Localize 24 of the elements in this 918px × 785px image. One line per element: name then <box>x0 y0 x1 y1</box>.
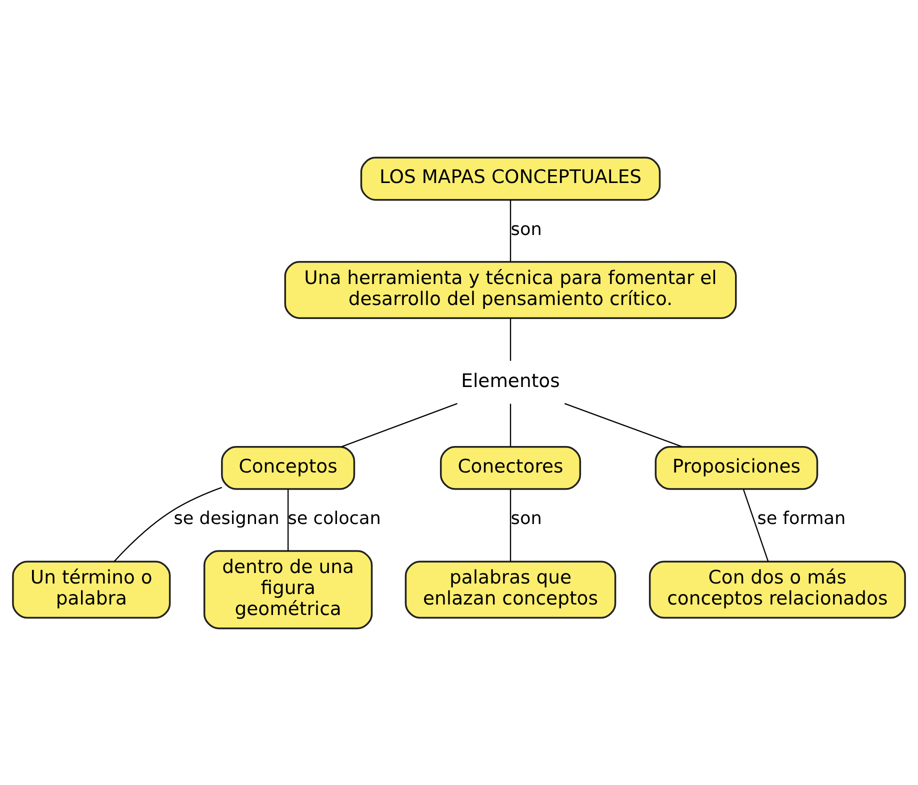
connector <box>564 402 682 447</box>
node-box: Conceptos <box>221 445 356 490</box>
node-box: palabras que enlazan conceptos <box>404 560 616 618</box>
edge-label: son <box>510 508 542 529</box>
edge-label: son <box>510 219 542 240</box>
connector <box>510 318 512 360</box>
node-box: Conectores <box>440 445 582 490</box>
connector <box>114 486 222 562</box>
connector <box>742 488 769 562</box>
edge-label: se designan <box>174 508 280 529</box>
node-box: dentro de una figura geométrica <box>203 550 373 629</box>
node-box: Con dos o más conceptos relacionados <box>648 560 906 618</box>
node-box: LOS MAPAS CONCEPTUALES <box>360 156 661 200</box>
node-box: Proposiciones <box>654 445 818 490</box>
node-box: Una herramienta y técnica para fomentar el desarrollo del pensamiento crítico. <box>284 260 737 318</box>
connector <box>510 403 512 446</box>
edge-label: se colocan <box>288 508 381 529</box>
node-text: Elementos <box>461 370 560 392</box>
connector <box>288 488 289 550</box>
connector <box>342 402 458 447</box>
connector <box>510 199 512 262</box>
connector <box>510 488 512 561</box>
edge-label: se forman <box>757 508 846 529</box>
node-box: Un término o palabra <box>12 560 171 618</box>
